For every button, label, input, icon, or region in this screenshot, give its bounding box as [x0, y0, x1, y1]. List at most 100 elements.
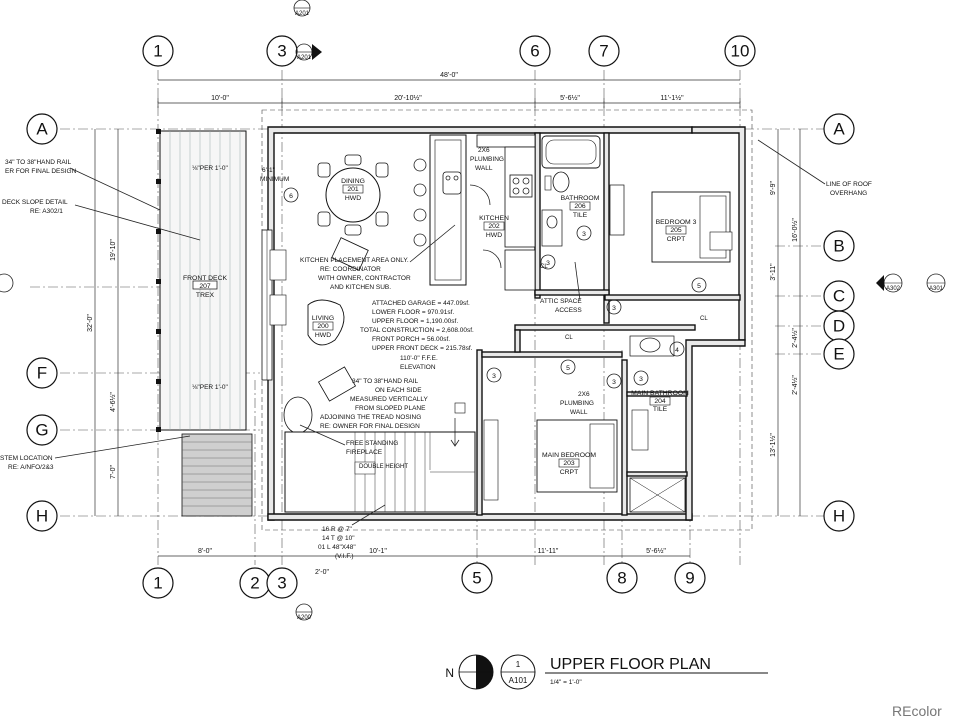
grid-bubbles-bottom: 1 2 3 5 8 9 — [142, 562, 706, 599]
room-mainbed-num: 203 — [563, 460, 575, 467]
room-bathroom-name: BATHROOM — [561, 195, 600, 202]
dim-left-total: 32'-0" — [87, 314, 94, 332]
dim-overall: 48'-0" — [440, 72, 458, 79]
note-plumbing-1c: WALL — [475, 165, 493, 172]
note-elevation: 110'-0" F.F.E. — [400, 355, 438, 362]
room-deck-num: 207 — [199, 283, 211, 290]
top-dimensions: 48'-0" 10'-0" 20'-10½" 5'-6½" 11'-1½" — [157, 72, 741, 108]
grid-row-right-d-label: D — [833, 317, 845, 336]
grid-row-right-b: B — [823, 230, 855, 262]
area-line-5: FRONT PORCH = 56.00sf. — [372, 336, 450, 343]
title-block: N 1 A101 UPPER FLOOR PLAN 1/4" = 1'-0" — [445, 654, 768, 690]
grid-col-top-10: 10 — [724, 35, 756, 67]
north-arrow-icon — [458, 654, 494, 690]
note-kitchen-2: RE: COORDINATOR — [320, 266, 381, 273]
note-deck-slope: DECK SLOPE DETAIL — [2, 199, 68, 206]
dim-right-4: 2'-4½" — [791, 328, 799, 348]
dim-left-1: 19'-10" — [110, 239, 117, 261]
room-dining-name: DINING — [341, 178, 365, 185]
grid-col-top-6: 6 — [519, 35, 551, 67]
grid-row-right-e-label: E — [833, 345, 844, 364]
note-overhang: OVERHANG — [830, 190, 867, 197]
grid-col-bottom-9-label: 9 — [685, 569, 694, 588]
room-living-name: LIVING — [312, 315, 334, 322]
dim-top-4: 11'-1½" — [660, 94, 684, 102]
callouts: 6 3 3 3 5 4 3 3 5 3 — [283, 187, 707, 389]
grid-col-bottom-5: 5 — [461, 562, 493, 594]
room-mainbed-finish: CRPT — [560, 469, 579, 476]
room-deck-finish: TREX — [196, 292, 215, 299]
note-deck-slope-ref: RE: A302/1 — [30, 208, 63, 215]
dim-top-3: 5'-6½" — [560, 94, 580, 102]
callout-6: 4 — [675, 347, 679, 354]
right-dimensions: 9'-9" 16'-0½" 3'-11" 2'-4½" 2'-4½" 13'-1… — [769, 129, 801, 516]
note-stair-1: 16 R @ 7" — [322, 526, 353, 533]
grid-row-left-f: F — [26, 357, 58, 389]
note-attic: ATTIC SPACE — [540, 298, 582, 305]
room-mainbath-name: MAIN BATHROOM — [631, 390, 689, 397]
note-roof-line: LINE OF ROOF — [826, 181, 872, 188]
grid-row-right-e: E — [823, 338, 855, 370]
title-sheet-num: 1 — [516, 660, 521, 669]
dim-right-3: 3'-11" — [770, 263, 777, 281]
area-line-6: UPPER FRONT DECK = 215.78sf. — [372, 345, 473, 352]
bathroom-fixtures — [483, 135, 686, 513]
room-deck-name: FRONT DECK — [183, 275, 228, 282]
left-dimensions: 32'-0" 19'-10" 4'-6½" 7'-0" — [87, 129, 119, 516]
watermark: REcolor — [892, 703, 942, 719]
grid-bubbles-top: 1 3 6 7 10 — [142, 35, 756, 67]
dining-table — [317, 154, 389, 236]
dim-right-1: 9'-9" — [770, 181, 777, 195]
room-kitchen-name: KITCHEN — [479, 215, 509, 222]
grid-col-top-6-label: 6 — [530, 42, 539, 61]
grid-row-left-h: H — [26, 500, 58, 532]
note-slope-1: ⅛"PER 1'-0" — [192, 165, 229, 172]
section-ref-top: A201 — [295, 11, 310, 17]
note-attic-2: ACCESS — [555, 307, 582, 314]
grid-row-right-c: C — [823, 280, 855, 312]
note-rail-3: MEASURED VERTICALLY — [350, 396, 428, 403]
callout-4: 3 — [492, 373, 496, 380]
dim-right-6: 13'-1½" — [769, 433, 777, 457]
room-mainbath-finish: TILE — [653, 406, 668, 413]
dim-bottom-1: 8'-0" — [198, 548, 212, 555]
grid-col-bottom-8: 8 — [606, 562, 638, 594]
dim-right-2: 16'-0½" — [791, 218, 799, 242]
grid-col-bottom-3-label: 3 — [277, 574, 286, 593]
note-minimum: MINIMUM — [260, 176, 289, 183]
callout-8: 3 — [546, 260, 550, 267]
note-handrail-1: 34" TO 38"HAND RAIL — [5, 159, 72, 166]
callout-7: 3 — [639, 376, 643, 383]
note-plumbing-1a: 2X6 — [478, 147, 490, 154]
section-ref-bottom: A200 — [297, 615, 312, 621]
annotations: 34" TO 38"HAND RAIL ER FOR FINAL DESIGN … — [0, 139, 872, 560]
front-deck — [156, 129, 247, 432]
note-stair-2: 14 T @ 10" — [322, 535, 355, 542]
room-living-finish: HWD — [315, 332, 331, 339]
room-bathroom-num: 206 — [574, 203, 586, 210]
stair — [284, 418, 476, 513]
note-slope-2: ⅛"PER 1'-0" — [192, 384, 229, 391]
grid-bubbles-left: A F G H — [26, 113, 58, 532]
grid-col-top-7-label: 7 — [599, 42, 608, 61]
grid-col-top-1: 1 — [142, 35, 174, 67]
note-plumbing-2a: 2X6 — [578, 391, 590, 398]
grid-col-bottom-1: 1 — [142, 567, 174, 599]
plan-scale: 1/4" = 1'-0" — [550, 679, 582, 686]
callout-5: 5 — [566, 365, 570, 372]
note-plumbing-1b: PLUMBING — [470, 156, 504, 163]
dim-top-1: 10'-0" — [211, 95, 229, 102]
area-line-4: TOTAL CONSTRUCTION = 2,608.00sf. — [360, 327, 474, 334]
dim-right-5: 2'-4½" — [791, 375, 799, 395]
grid-row-left-f-label: F — [37, 364, 47, 383]
room-mainbed-name: MAIN BEDROOM — [542, 452, 596, 459]
room-mainbath-num: 204 — [654, 398, 666, 405]
dim-left-2: 4'-6½" — [109, 392, 117, 412]
note-cl-1: CL — [565, 335, 573, 341]
brick-landing — [181, 433, 253, 517]
dim-bottom-4: 5'-6½" — [646, 547, 666, 555]
grid-row-left-a-label: A — [36, 120, 48, 139]
dim-left-3: 7'-0" — [110, 465, 117, 479]
roof-overhang-line — [261, 109, 753, 531]
